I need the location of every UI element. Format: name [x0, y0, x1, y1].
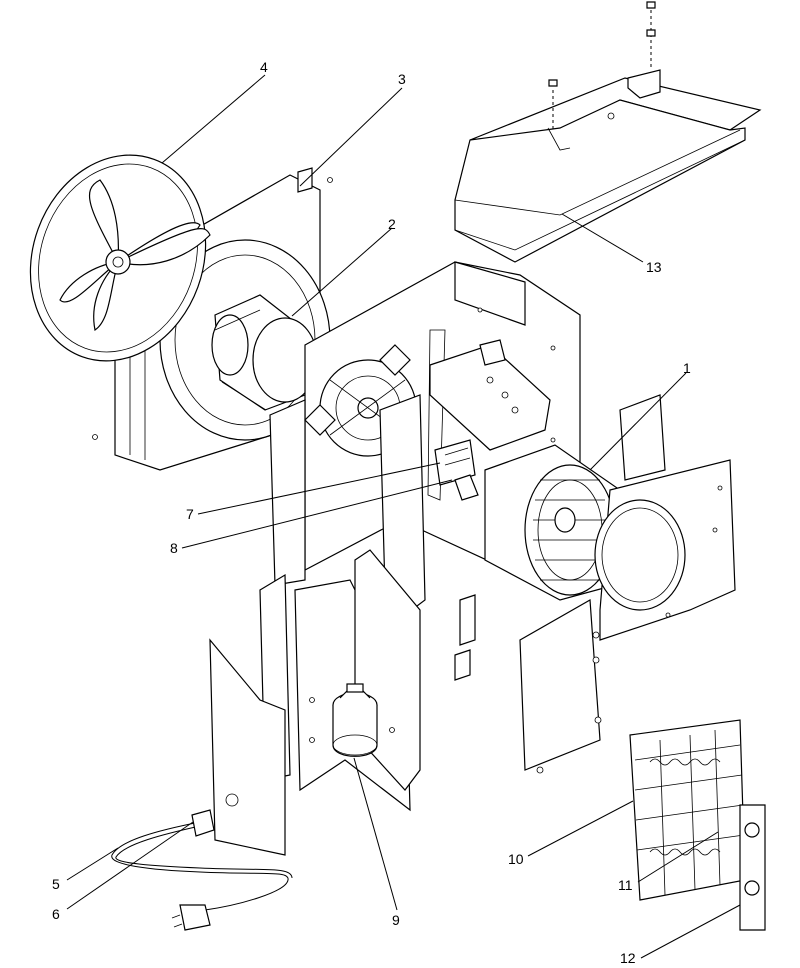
callout-6: 6	[52, 906, 60, 922]
callout-7: 7	[186, 506, 194, 522]
fan-motor	[211, 294, 318, 411]
blower-assembly	[484, 394, 736, 641]
callout-8: 8	[170, 540, 178, 556]
callout-13: 13	[646, 259, 662, 275]
lower-right-panel	[454, 594, 602, 774]
callout-9: 9	[392, 912, 400, 928]
callout-2: 2	[388, 216, 396, 232]
callout-5: 5	[52, 876, 60, 892]
control-bracket	[429, 339, 551, 501]
leader-lines	[66, 74, 741, 959]
callout-3: 3	[398, 71, 406, 87]
callout-labels: 4 3 2 1 7 8 13 5 6 9 10 11 12	[52, 59, 691, 966]
capacitor	[332, 683, 378, 757]
condenser-fan-blade	[29, 154, 211, 362]
callout-12: 12	[620, 950, 636, 966]
callout-10: 10	[508, 851, 524, 867]
top-cover-assembly	[454, 1, 762, 263]
power-cord	[111, 809, 293, 931]
callout-1: 1	[683, 360, 691, 376]
heater-assembly	[629, 719, 766, 931]
callout-11: 11	[618, 877, 633, 893]
callout-4: 4	[260, 59, 268, 75]
